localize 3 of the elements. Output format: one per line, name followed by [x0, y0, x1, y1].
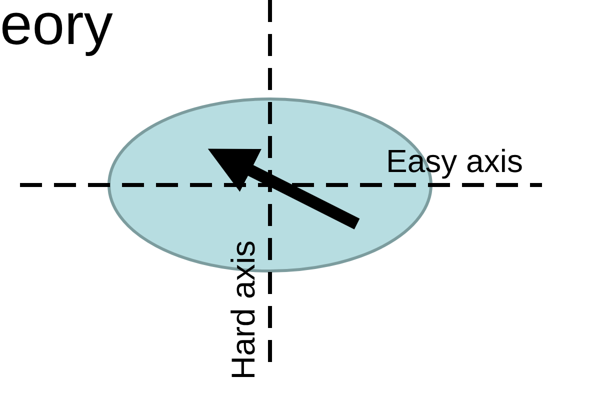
axis-label: Easy axis — [386, 145, 523, 177]
axis-label: Hard axis — [226, 240, 260, 380]
slide-title: eory — [0, 0, 113, 54]
